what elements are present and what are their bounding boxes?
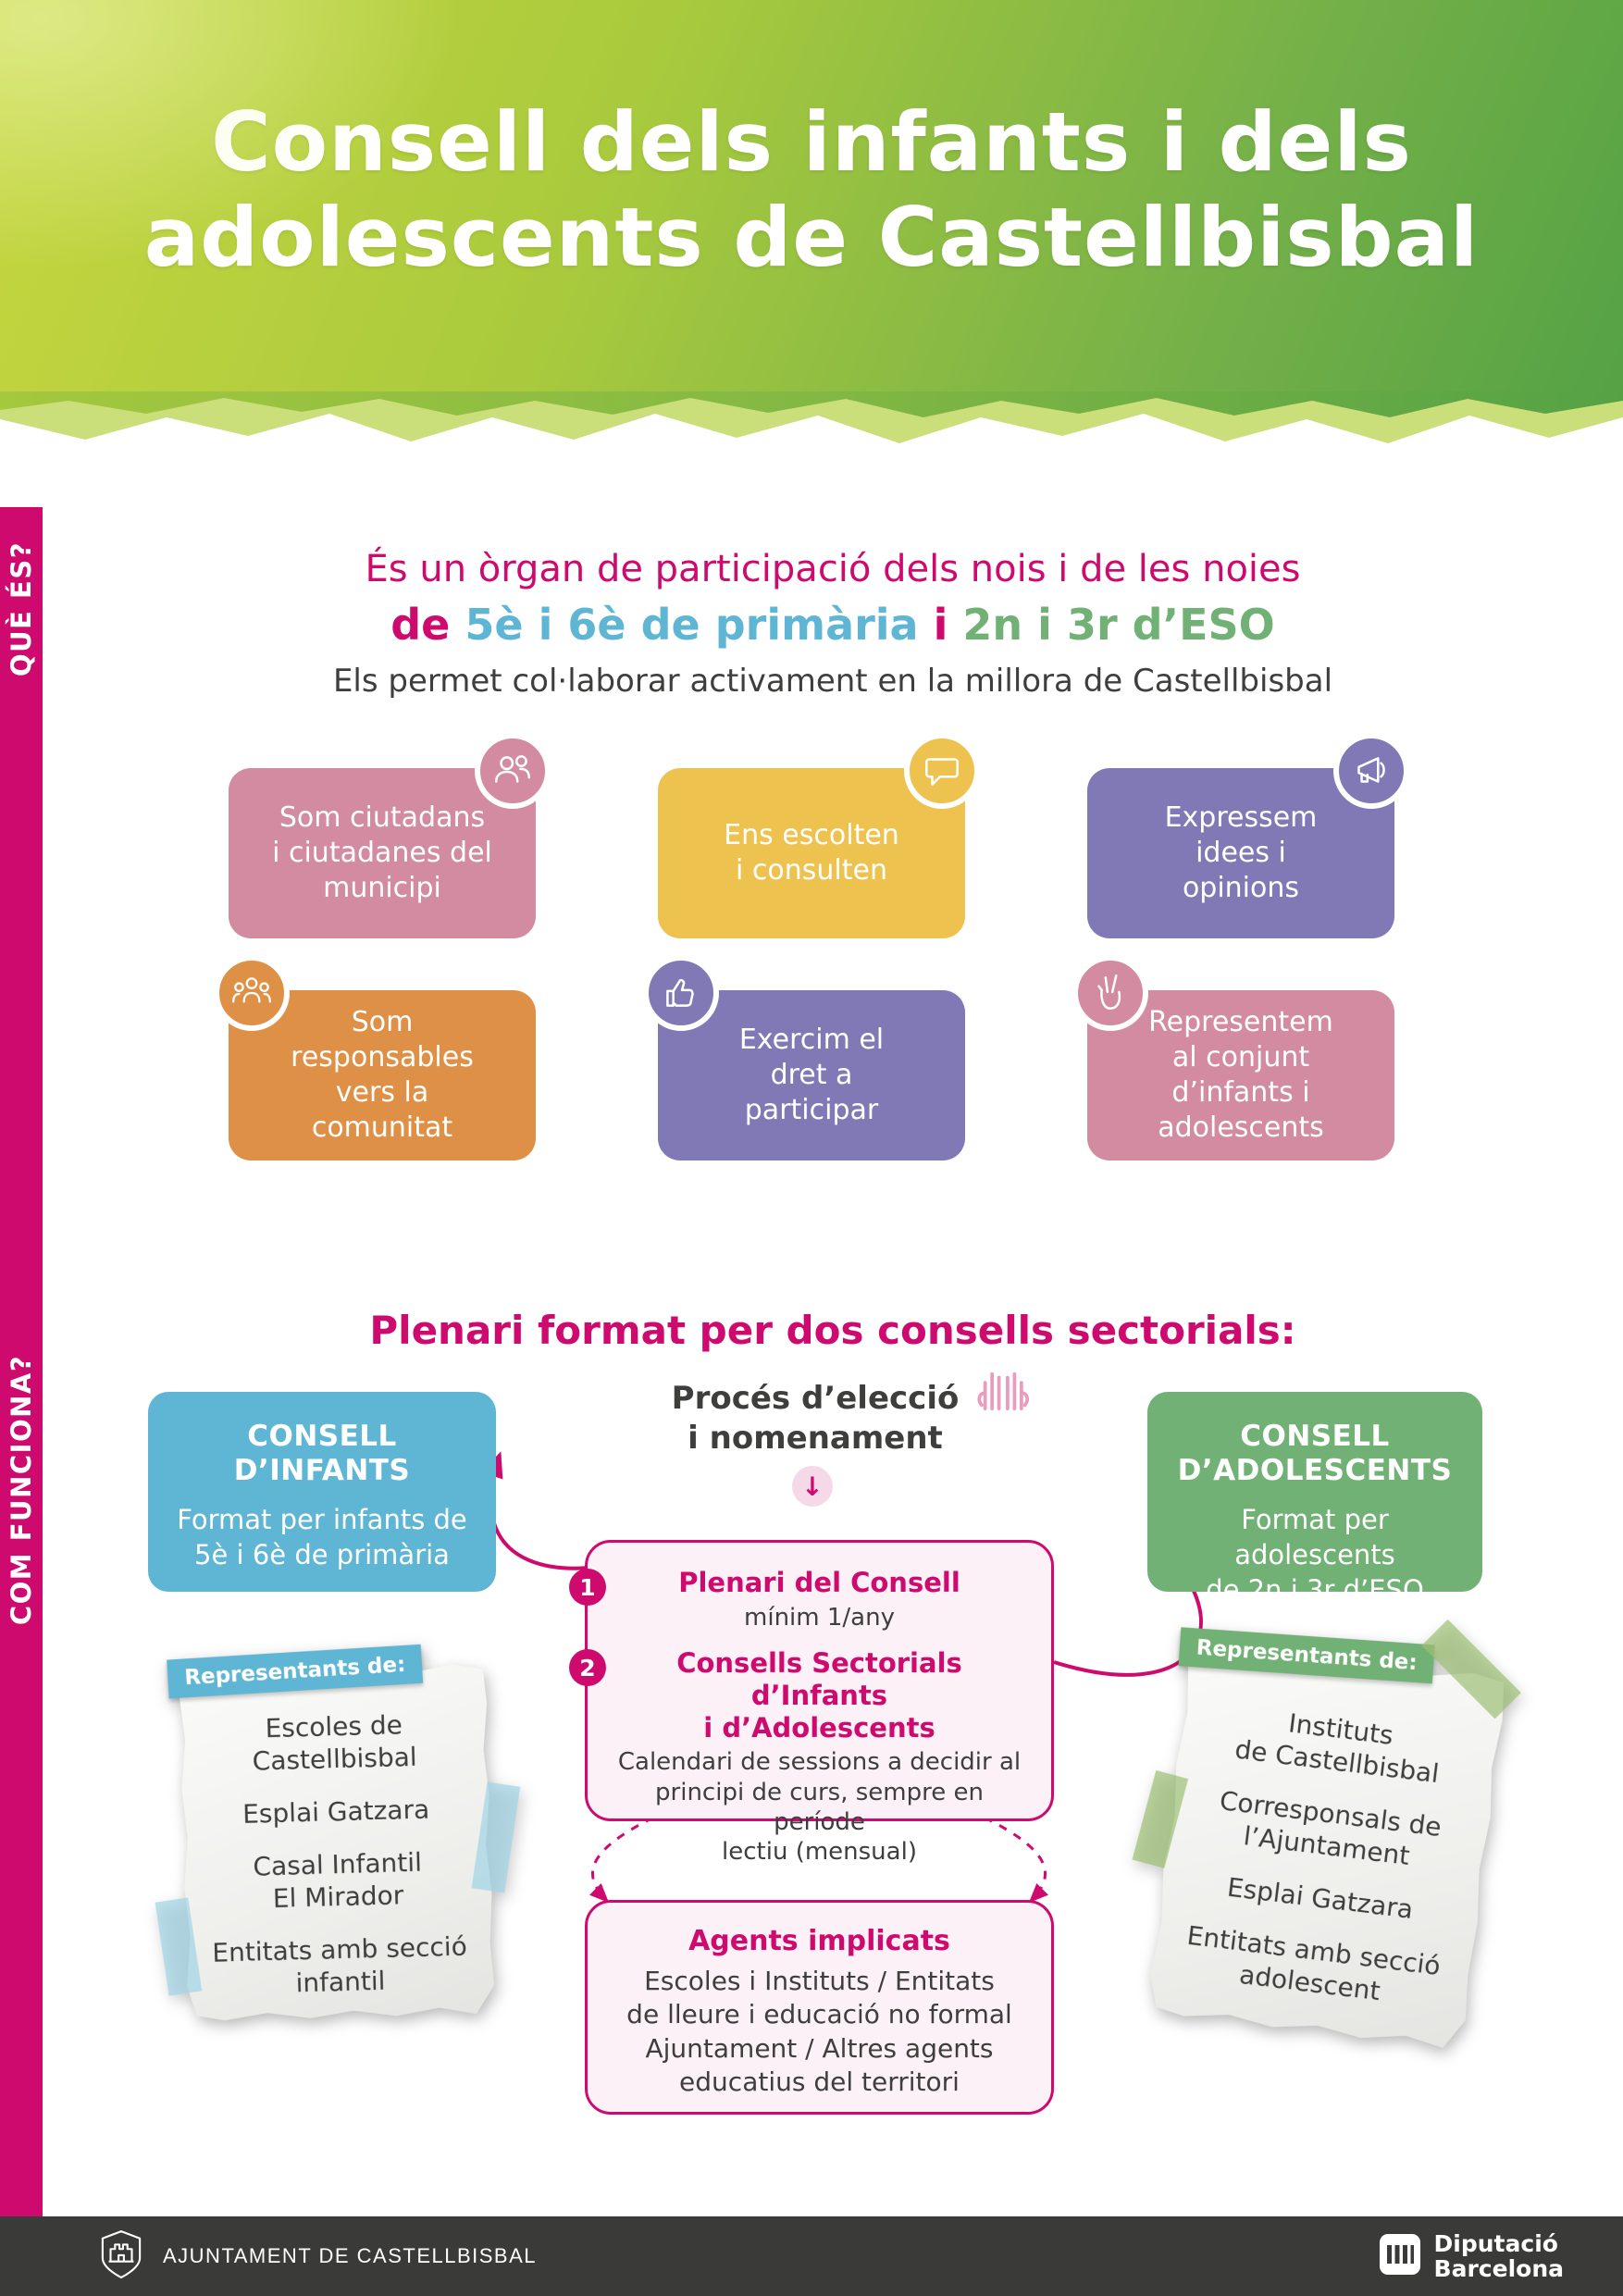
benefit-cards: Som ciutadans i ciutadanes del municipi … [214,733,1409,1160]
sidebar-label-com-funciona: COM FUNCIONA? [6,1354,37,1626]
plenari-steps-box: 1 Plenari del Consell mínim 1/any 2 Cons… [569,1540,1054,1866]
council-infants-title: CONSELL D’INFANTS [233,1420,411,1488]
card-text: Representem al conjunt d’infants i adole… [1148,1006,1333,1144]
community-icon [214,955,290,1031]
section-sidebar: QUÈ ÉS? COM FUNCIONA? [0,507,43,2217]
step-title: Consells Sectorials d’Infants i d’Adoles… [676,1647,962,1744]
down-arrow-icon: ↓ [792,1466,833,1507]
agents-desc: Escoles i Instituts / Entitats de lleure… [626,1966,1012,2098]
list-item: Esplai Gatzara [242,1793,430,1830]
step-title: Plenari del Consell [678,1567,960,1598]
intro-line2-eso: 2n i 3r d’ESO [962,600,1275,650]
ajuntament-brand: AJUNTAMENT DE CASTELLBISBAL [100,2229,537,2283]
process-title: Procés d’elecció i nomenament [671,1380,960,1457]
poster-title: Consell dels infants i dels adolescents … [143,94,1480,285]
header-banner: Consell dels infants i dels adolescents … [0,0,1623,393]
diputacio-label: Diputació Barcelona [1434,2231,1564,2281]
intro-line2: de 5è i 6è de primària i 2n i 3r d’ESO [43,600,1623,650]
paper-sheet: Instituts de Castellbisbal Corresponsals… [1146,1637,1507,2051]
diputacio-line2: Barcelona [1433,2255,1564,2282]
council-infants-box: CONSELL D’INFANTS Format per infants de … [148,1392,496,1592]
step-plenari: 1 Plenari del Consell mínim 1/any [569,1567,1025,1632]
council-adolescents-title: CONSELL D’ADOLESCENTS [1177,1420,1453,1488]
intro-line2-primaria: 5è i 6è de primària [465,600,919,650]
step-number-badge: 1 [569,1569,606,1606]
thumbs-up-icon [643,955,719,1031]
card-text: Exercim el dret a participar [738,1024,885,1126]
step-desc: mínim 1/any [744,1603,895,1632]
list-item: Escoles de Castellbisbal [252,1708,417,1776]
card-ciutadans: Som ciutadans i ciutadanes del municipi [229,733,551,938]
agents-title: Agents implicats [688,1925,950,1957]
card-text: Expressem idees i opinions [1164,801,1318,904]
step-desc: Calendari de sessions a decidir al princ… [617,1748,1022,1867]
card-expressem: Expressem idees i opinions [1087,733,1409,938]
step-number-badge: 2 [569,1649,606,1687]
agents-box: Agents implicats Escoles i Instituts / E… [585,1900,1054,2115]
card-text: Som responsables vers la comunitat [291,1006,474,1144]
castle-shield-icon [100,2229,142,2283]
plenari-heading: Plenari format per dos consells sectoria… [369,1307,1296,1353]
sidebar-label-que-es: QUÈ ÉS? [6,540,37,677]
diputacio-line1: Diputació [1433,2230,1558,2257]
representatives-adolescents-note: Instituts de Castellbisbal Corresponsals… [1132,1619,1521,2051]
torn-paper-edge [0,391,1623,443]
council-adolescents-box: CONSELL D’ADOLESCENTS Format per adolesc… [1147,1392,1482,1606]
megaphone-icon [1333,733,1409,809]
intro-line2-i: i [918,600,963,650]
representatives-infants-note: Escoles de Castellbisbal Esplai Gatzara … [155,1644,521,2022]
council-adolescents-desc: Format per adolescents de 2n i 3r d’ESO [1206,1504,1424,1606]
card-responsables: Som responsables vers la comunitat [214,955,536,1160]
list-item: Corresponsals de l’Ajuntament [1218,1784,1443,1871]
list-item: Instituts de Castellbisbal [1233,1706,1442,1789]
list-item: Esplai Gatzara [1225,1870,1416,1925]
step-consells-sectorials: 2 Consells Sectorials d’Infants i d’Adol… [569,1647,1025,1867]
card-exercim: Exercim el dret a participar [643,955,965,1160]
footer-bar: AJUNTAMENT DE CASTELLBISBAL Diputació Ba… [0,2216,1623,2296]
peace-hand-icon [1072,955,1148,1031]
diputacio-brand: Diputació Barcelona [1379,2231,1564,2281]
card-escolten: Ens escolten i consulten [658,733,980,938]
intro-line1: És un òrgan de participació dels nois i … [365,548,1301,590]
list-item: Casal Infantil El Mirador [253,1846,423,1914]
intro-line2-de: de [390,600,465,650]
list-item: Entitats amb secció infantil [211,1930,468,1998]
paper-sheet: Escoles de Castellbisbal Esplai Gatzara … [179,1662,495,2022]
diputacio-logo-icon [1379,2233,1421,2279]
speech-bubble-icon [904,733,980,809]
ajuntament-label: AJUNTAMENT DE CASTELLBISBAL [163,2244,538,2267]
intro-subtitle: Els permet col·laborar activament en la … [332,663,1333,700]
citizens-icon [475,733,551,809]
card-representem: Representem al conjunt d’infants i adole… [1072,955,1394,1160]
raised-hands-icon [968,1353,1046,1418]
council-infants-desc: Format per infants de 5è i 6è de primàri… [177,1504,467,1571]
card-text: Som ciutadans i ciutadanes del municipi [272,801,492,904]
intro-section: És un òrgan de participació dels nois i … [43,548,1623,700]
card-text: Ens escolten i consulten [724,819,899,887]
list-item: Entitats amb secció adolescent [1185,1918,1443,2006]
